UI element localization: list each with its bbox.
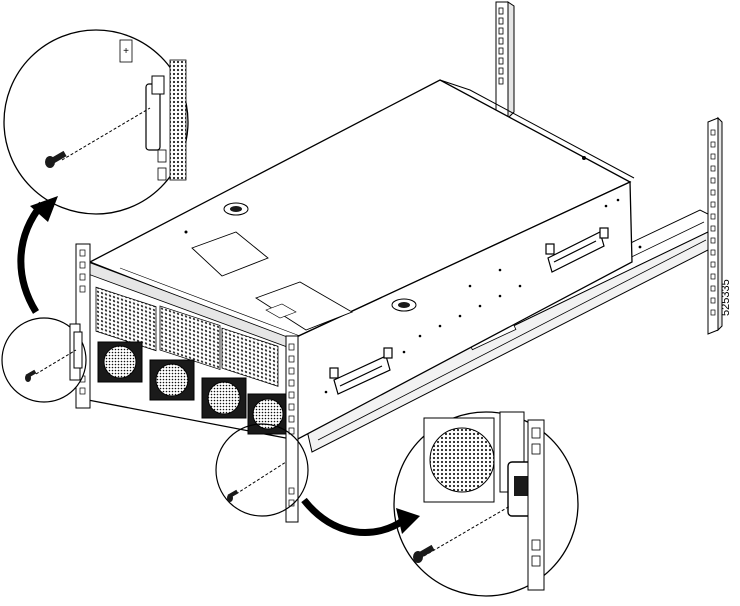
- fan-module-icon: [247, 393, 289, 435]
- screw-icon: [413, 544, 435, 563]
- screw-icon: [227, 489, 239, 502]
- side-handle-icon: [545, 227, 609, 273]
- right-front-screw-callout: [215, 423, 309, 517]
- screw-icon: [25, 369, 37, 382]
- fan-module-icon: [423, 417, 495, 503]
- top-left-detail-callout: +: [3, 29, 189, 215]
- right-front-rack-post: [285, 335, 299, 523]
- fan-module-icon: [97, 341, 143, 383]
- cover-latch-icon: [391, 298, 417, 312]
- cover-latch-icon: [223, 202, 249, 216]
- side-handle-icon: [329, 347, 393, 395]
- left-rear-rack-post: [495, 1, 515, 120]
- fan-module-icon: [149, 359, 195, 401]
- screw-icon: [45, 150, 67, 168]
- left-front-screw-callout: [1, 317, 87, 403]
- figure-id-wrapper: 525335: [720, 268, 736, 318]
- server-chassis: [83, 79, 635, 442]
- curved-arrow-right: [301, 497, 420, 537]
- bottom-right-detail-callout: [393, 411, 579, 597]
- right-rear-rack-post: [707, 116, 723, 335]
- fan-module-icon: [201, 377, 247, 419]
- figure-id-label: 525335: [720, 279, 732, 316]
- svg-text:+: +: [123, 46, 129, 57]
- curved-arrow-up: [17, 196, 58, 314]
